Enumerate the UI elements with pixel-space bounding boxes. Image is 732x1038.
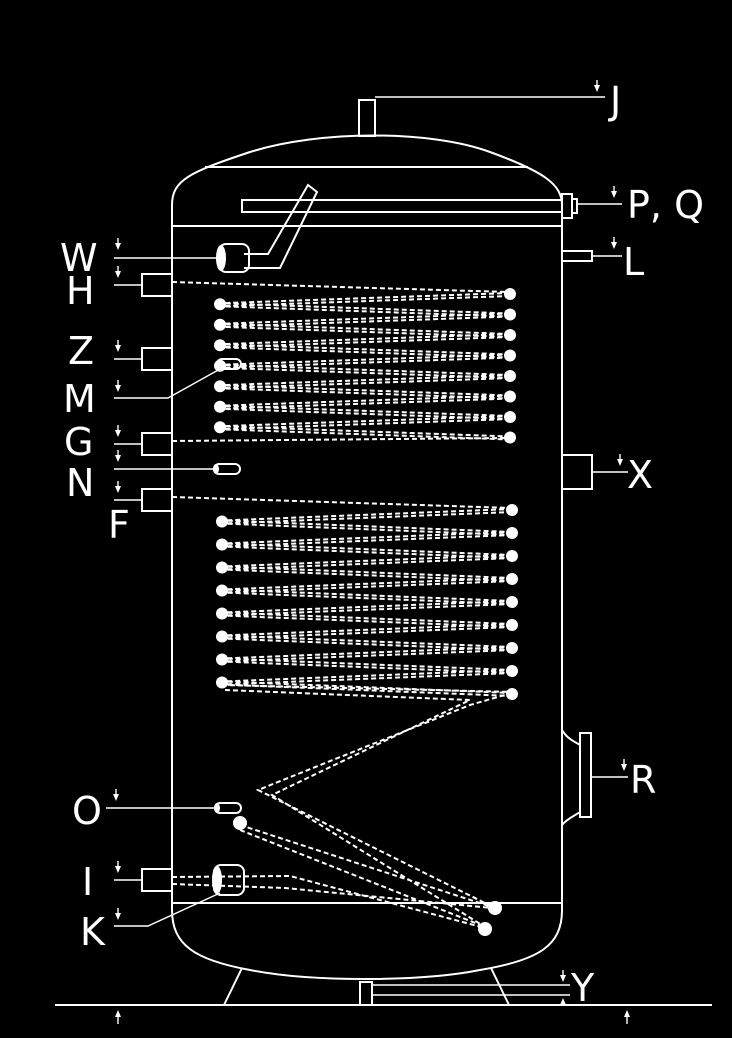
upper-coil-bend xyxy=(504,390,516,403)
lower-coil-bend xyxy=(216,607,228,620)
label-h: H xyxy=(66,269,95,313)
connector-f xyxy=(141,488,173,512)
upper-coil-bend xyxy=(504,411,516,423)
lower-coil-bend xyxy=(216,630,228,643)
label-i: I xyxy=(82,860,93,904)
upper-coil-bend xyxy=(214,400,226,413)
label-f: F xyxy=(108,503,130,547)
lower-coil xyxy=(171,496,518,936)
upper-coil-bend xyxy=(214,339,226,352)
lower-coil-bend xyxy=(506,550,518,562)
label-w: W xyxy=(60,236,98,280)
lower-coil-bend xyxy=(506,642,518,654)
upper-coil-bend xyxy=(504,431,516,444)
lower-coil-bend xyxy=(216,584,228,597)
upper-coil-bend xyxy=(504,370,516,382)
label-k: K xyxy=(80,910,106,954)
upper-coil-bend xyxy=(214,298,226,311)
lower-coil-bend xyxy=(506,619,518,631)
rod-pq xyxy=(241,199,563,213)
lower-coil-bend xyxy=(506,688,518,700)
lower-coil-bend xyxy=(506,596,518,608)
w-heater-pipe xyxy=(244,183,319,269)
label-x: X xyxy=(627,453,653,497)
floor-arrow-right xyxy=(624,1010,630,1017)
lower-coil-bend xyxy=(216,653,228,666)
flange-r-body xyxy=(561,729,581,826)
lower-coil-bend xyxy=(506,665,518,677)
lower-coil-bend xyxy=(506,527,518,539)
connector-i xyxy=(141,868,173,892)
lower-coil-bend xyxy=(233,816,247,830)
floor-arrow-left xyxy=(115,1010,121,1017)
connector-z xyxy=(141,347,173,371)
upper-coil-bend xyxy=(214,421,226,434)
upper-coil-bend xyxy=(504,288,516,300)
label-pq: P, Q xyxy=(627,183,704,227)
label-n: N xyxy=(66,461,94,505)
lower-coil-bend xyxy=(216,676,228,689)
upper-coil-bend xyxy=(504,329,516,341)
tank-shell xyxy=(171,134,563,980)
connector-g xyxy=(141,432,173,456)
upper-coil xyxy=(171,281,516,444)
upper-coil-bend xyxy=(504,349,516,362)
lower-coil-bend xyxy=(506,504,518,516)
sensor-m xyxy=(216,358,242,370)
lower-coil-inlet xyxy=(171,496,513,509)
connector-h xyxy=(141,273,173,297)
upper-coil-bend xyxy=(214,380,226,393)
label-m: M xyxy=(63,377,96,421)
lower-coil-bend xyxy=(216,538,228,551)
leg-left xyxy=(223,967,243,1006)
label-l: L xyxy=(623,240,644,284)
connector-x xyxy=(561,454,593,490)
lower-coil-bend xyxy=(488,901,502,915)
outlet-l-pipe xyxy=(561,250,593,262)
label-y: Y xyxy=(570,966,595,1010)
upper-coil-bend xyxy=(214,318,226,331)
lower-coil-descent xyxy=(171,684,516,931)
lower-coil-bend xyxy=(216,561,228,574)
label-z: Z xyxy=(68,329,94,373)
lower-coil-bend xyxy=(216,515,228,528)
outlet-j-pipe xyxy=(358,99,376,137)
label-j: J xyxy=(608,79,621,123)
lower-coil-bend xyxy=(506,573,518,585)
flange-r xyxy=(579,732,592,818)
label-g: G xyxy=(64,420,93,464)
upper-coil-bend xyxy=(504,308,516,321)
upper-coil-inlet xyxy=(171,281,509,293)
lower-coil-bend xyxy=(478,922,492,936)
leg-right xyxy=(490,967,510,1006)
drain-pipe xyxy=(359,981,373,1006)
label-o: O xyxy=(72,789,102,833)
label-r: R xyxy=(630,758,656,802)
